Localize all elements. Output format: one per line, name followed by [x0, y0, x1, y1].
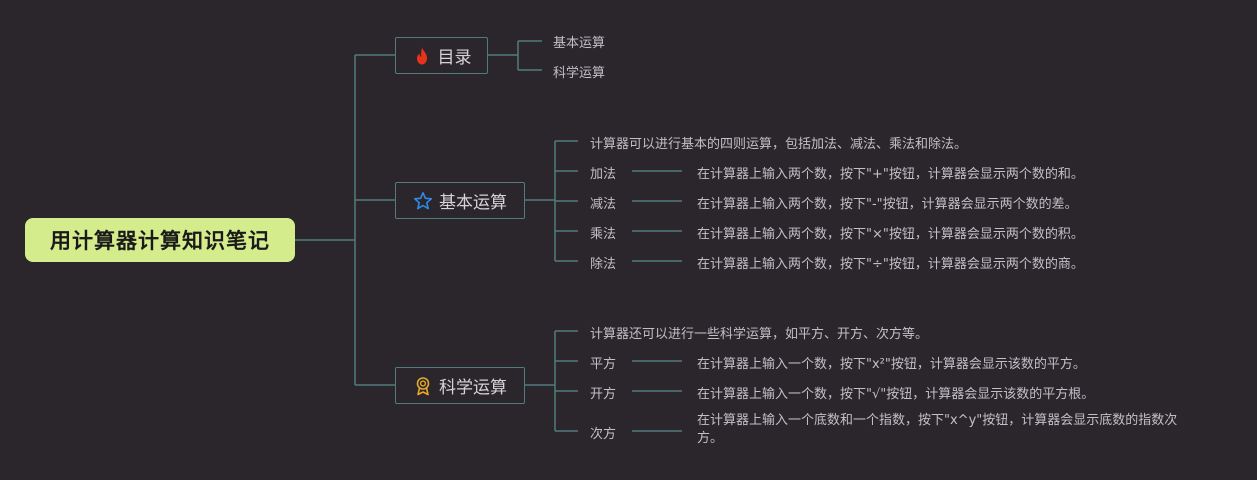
basic-item-multiply[interactable]: 乘法 [590, 227, 617, 242]
science-item-power-desc: 在计算器上输入一个底数和一个指数，按下"x^y"按钮，计算器会显示底数的指数次方… [697, 413, 1178, 446]
basic-item-subtract-desc: 在计算器上输入两个数，按下"-"按钮，计算器会显示两个数的差。 [697, 197, 1078, 212]
topic-basic[interactable]: 基本运算 [395, 182, 525, 219]
basic-item-multiply-desc: 在计算器上输入两个数，按下"×"按钮，计算器会显示两个数的积。 [697, 227, 1084, 242]
basic-item-add-desc: 在计算器上输入两个数，按下"+"按钮，计算器会显示两个数的和。 [697, 167, 1084, 182]
toc-item-basic[interactable]: 基本运算 [553, 36, 606, 51]
root-topic[interactable]: 用计算器计算知识笔记 [25, 218, 295, 262]
star-icon [413, 191, 433, 211]
topic-toc-label: 目录 [437, 48, 472, 68]
basic-intro: 计算器可以进行基本的四则运算，包括加法、减法、乘法和除法。 [590, 137, 968, 152]
topic-toc[interactable]: 目录 [395, 37, 488, 74]
topic-basic-label: 基本运算 [439, 193, 507, 213]
science-intro: 计算器还可以进行一些科学运算，如平方、开方、次方等。 [590, 327, 929, 342]
topic-science-label: 科学运算 [439, 378, 507, 398]
award-ribbon-icon [413, 376, 433, 396]
toc-item-science[interactable]: 科学运算 [553, 66, 606, 81]
science-item-root[interactable]: 开方 [590, 387, 617, 402]
science-item-root-desc: 在计算器上输入一个数，按下"√"按钮，计算器会显示该数的平方根。 [697, 387, 1095, 402]
basic-item-divide[interactable]: 除法 [590, 257, 617, 272]
basic-item-add[interactable]: 加法 [590, 167, 617, 182]
basic-item-subtract[interactable]: 减法 [590, 197, 617, 212]
fire-icon [412, 46, 432, 66]
science-item-square-desc: 在计算器上输入一个数，按下"x²"按钮，计算器会显示该数的平方。 [697, 357, 1086, 372]
science-item-power[interactable]: 次方 [590, 427, 617, 442]
topic-science[interactable]: 科学运算 [395, 367, 525, 404]
science-item-square[interactable]: 平方 [590, 357, 617, 372]
root-title: 用计算器计算知识笔记 [50, 229, 270, 253]
basic-item-divide-desc: 在计算器上输入两个数，按下"÷"按钮，计算器会显示两个数的商。 [697, 257, 1084, 272]
